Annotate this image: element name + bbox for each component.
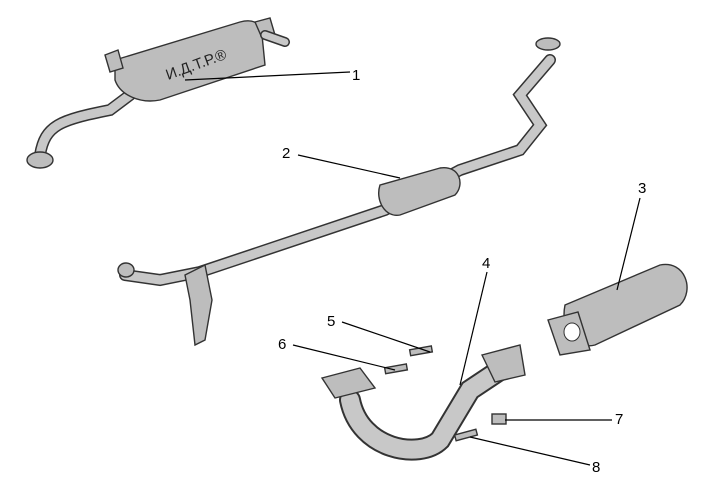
leader-line-5: [341, 321, 431, 353]
callout-8: 8: [592, 459, 600, 476]
leader-line-6: [292, 344, 396, 371]
leader-line-2: [297, 154, 401, 179]
leader-line-8: [469, 436, 591, 466]
muffler: И.Д.Т.Р.®: [26, 17, 290, 169]
callout-3: 3: [638, 180, 646, 197]
callout-5: 5: [327, 313, 335, 330]
callout-7: 7: [615, 411, 623, 428]
callout-2: 2: [282, 145, 290, 162]
leader-lines: [184, 71, 641, 466]
leader-line-1: [184, 71, 351, 81]
callout-1: 1: [352, 67, 360, 84]
center-pipe: [117, 37, 561, 347]
front-pipe: [320, 344, 526, 461]
catalytic-converter: [547, 263, 688, 356]
fasteners: [383, 345, 507, 442]
callout-labels: 1 2 3 4 5 6 7 8: [278, 67, 646, 476]
leader-line-4: [459, 271, 488, 386]
callout-6: 6: [278, 336, 286, 353]
callout-4: 4: [482, 255, 490, 272]
leader-line-3: [616, 197, 641, 291]
